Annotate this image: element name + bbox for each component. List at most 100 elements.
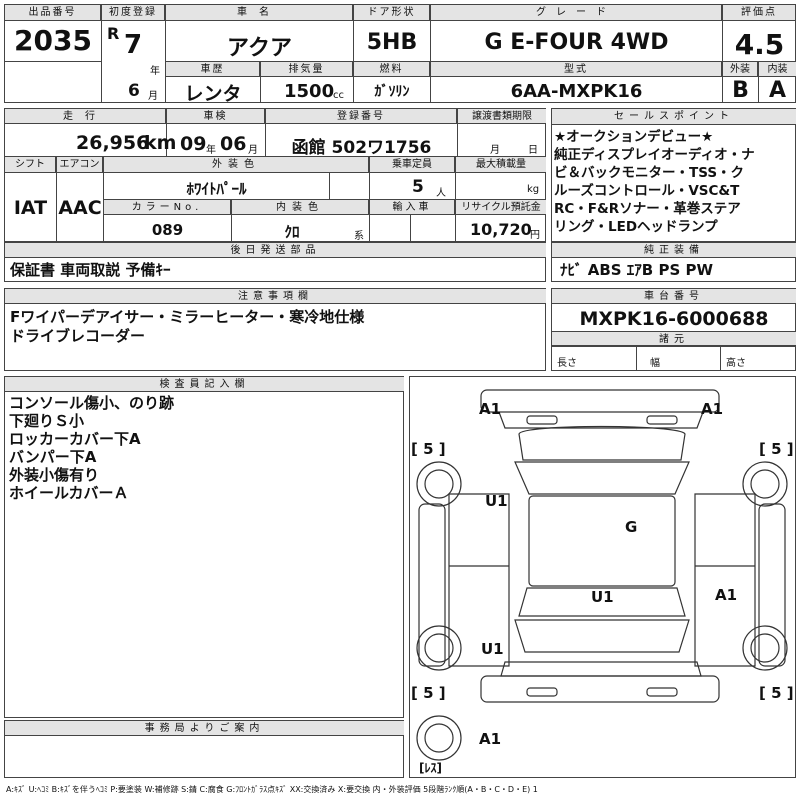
plate-number: 函館 502ワ1756 <box>291 138 432 158</box>
sales-points-box <box>551 108 796 242</box>
damage-mark: A1 <box>479 730 501 748</box>
right-side <box>694 493 756 667</box>
inspector-line: ホイールカバーＡ <box>9 484 129 502</box>
first-registration-label: 初度登録 <box>102 5 165 21</box>
mileage-unit: km <box>144 132 177 154</box>
car-name: アクア <box>227 36 292 61</box>
transfer-day-unit: 日 <box>528 145 538 156</box>
rear-window <box>518 587 686 617</box>
equipment: ﾅﾋﾞ ABS ｴｱB PS PW <box>560 261 714 279</box>
note-line: Fワイパーデアイサー・ミラーヒーター・寒冷地仕様 <box>10 308 365 326</box>
inspection-year-unit: 年 <box>206 145 216 156</box>
height-label: 高さ <box>726 358 746 369</box>
rear-right-wheel <box>742 625 788 671</box>
inspection-label: 車検 <box>167 109 265 124</box>
damage-mark: U1 <box>591 588 614 606</box>
fuel: ｶﾞｿﾘﾝ <box>374 84 410 100</box>
exterior-grade-label: 外装 <box>723 62 758 77</box>
damage-mark: U1 <box>481 640 504 658</box>
capacity-unit: 人 <box>436 188 446 199</box>
rear-left-wheel <box>416 625 462 671</box>
inspector-line: 下廻りＳ小 <box>9 412 85 430</box>
first-registration-year: 7 <box>124 30 143 60</box>
specs-label: 諸元 <box>552 331 796 346</box>
rear-bumper <box>480 675 720 703</box>
legend: A:ｷｽﾞ U:ﾍｺﾐ B:ｷｽﾞを伴うﾍｺﾐ P:要塗装 W:補修跡 S:錆 … <box>6 785 538 794</box>
model-code: 6AA-MXPK16 <box>510 81 643 102</box>
inspector-notes-label: 検査員記入欄 <box>5 377 404 392</box>
shift: IAT <box>13 197 48 219</box>
capacity-label: 乗車定員 <box>370 157 455 173</box>
color-number: 089 <box>151 221 184 239</box>
chassis-number: MXPK16-6000688 <box>579 308 769 330</box>
history: レンタ <box>184 83 242 105</box>
width-label: 幅 <box>650 358 660 369</box>
later-parts: 保証書 車両取説 予備ｷｰ <box>10 261 171 279</box>
max-load-label: 最大積載量 <box>456 157 546 173</box>
damage-mark: A1 <box>715 586 737 604</box>
note-line: ドライブレコーダー <box>10 327 146 345</box>
windshield <box>514 461 690 495</box>
damage-mark: [ 5 ] <box>759 440 794 458</box>
model-code-label: 型式 <box>431 62 722 77</box>
plate-label: 登録番号 <box>266 109 457 124</box>
exterior-grade: B <box>732 78 749 103</box>
sales-point-line: 純正ディスプレイオーディオ・ナ <box>554 147 755 163</box>
damage-diagram-box <box>409 376 796 778</box>
damage-mark: G <box>625 518 637 536</box>
capacity: 5 <box>412 177 424 197</box>
car-damage-diagram: A1 A1 [ 5 ] [ 5 ] U1 G U1 A1 U1 [ 5 ] [ … <box>411 389 794 775</box>
transfer-deadline-label: 譲渡書類期限 <box>458 109 546 124</box>
history-label: 車歴 <box>166 62 260 77</box>
exterior-color-label: 外装色 <box>104 157 369 173</box>
notes-label: 注意事項欄 <box>5 289 546 304</box>
hood <box>518 425 686 461</box>
office-label: 事務局よりご案内 <box>5 721 404 736</box>
damage-mark: [ 5 ] <box>759 684 794 702</box>
fuel-label: 燃料 <box>354 62 430 77</box>
interior-color-unit: 系 <box>354 231 364 242</box>
sales-point-line: RC・F&Rソナー・革巻ステア <box>554 201 741 217</box>
door-type-label: ドア形状 <box>354 5 430 21</box>
interior-color-label: 内装色 <box>232 200 369 215</box>
length-label: 長さ <box>557 358 577 369</box>
ac-label: エアコン <box>57 157 103 173</box>
damage-mark: [ﾚｽ] <box>419 761 442 775</box>
lot-number-label: 出品番号 <box>5 5 101 21</box>
sales-points-label: セールスポイント <box>552 109 796 125</box>
spare-tire <box>416 715 462 761</box>
era-mark: R <box>107 24 120 43</box>
chassis-label: 車台番号 <box>552 289 796 304</box>
import-label: 輸入車 <box>370 200 455 215</box>
inspector-line: 外装小傷有り <box>9 466 100 484</box>
left-rocker <box>418 503 446 667</box>
mileage: 26,956 <box>76 132 150 154</box>
mileage-label: 走行 <box>5 109 166 124</box>
interior-grade-label: 内装 <box>759 62 796 77</box>
year-unit: 年 <box>150 66 160 77</box>
displacement-unit: cc <box>333 90 344 101</box>
inspection-month: 06 <box>220 133 247 155</box>
inspection-year: 09 <box>180 133 207 155</box>
front-lower <box>498 411 704 429</box>
displacement-label: 排気量 <box>261 62 353 77</box>
sales-point-line: ★オークションデビュー★ <box>554 129 714 145</box>
right-rocker <box>758 503 786 667</box>
damage-mark: A1 <box>701 400 723 418</box>
tailgate <box>514 619 690 653</box>
damage-mark: [ 5 ] <box>411 440 446 458</box>
damage-mark: A1 <box>479 400 501 418</box>
sales-point-line: ルーズコントロール・VSC&T <box>554 183 740 199</box>
displacement: 1500 <box>284 81 335 102</box>
door-type: 5HB <box>366 30 418 55</box>
score: 4.5 <box>734 28 785 61</box>
transfer-month-unit: 月 <box>490 145 500 156</box>
grade-label: グレード <box>431 5 722 21</box>
sales-point-line: リング・LEDヘッドランプ <box>554 219 718 235</box>
roof <box>528 495 676 587</box>
inspection-month-unit: 月 <box>248 145 258 156</box>
score-label: 評価点 <box>723 5 796 21</box>
front-left-wheel <box>416 461 462 507</box>
interior-grade: A <box>768 78 787 103</box>
lot-number: 2035 <box>14 24 92 57</box>
